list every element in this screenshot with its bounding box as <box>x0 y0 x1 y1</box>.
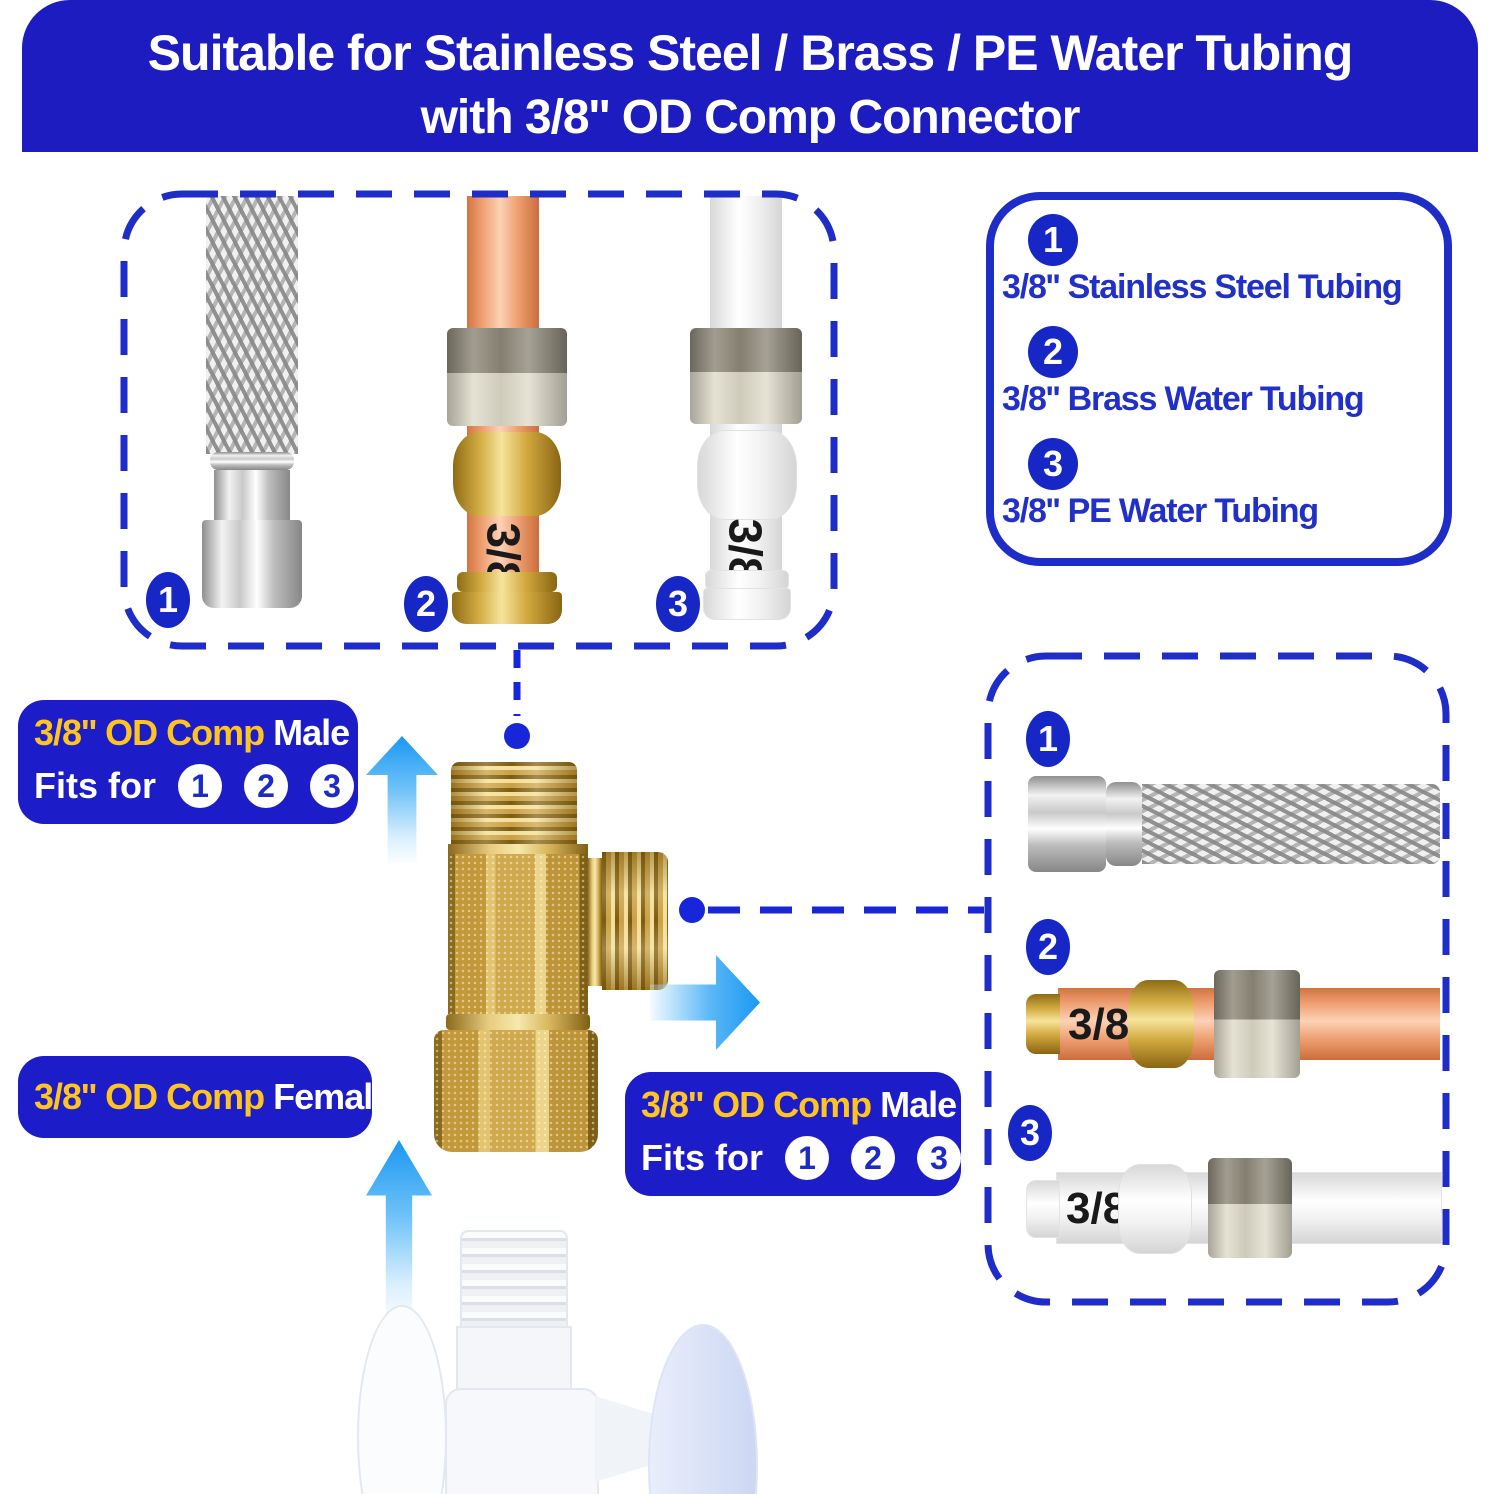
header-line1: Suitable for Stainless Steel / Brass / P… <box>147 25 1354 81</box>
fits-circle-6: 3 <box>917 1136 961 1180</box>
right-box-badge-1: 1 <box>1026 711 1070 767</box>
pe-tubing-nut <box>690 328 802 424</box>
stainless-tubing-nut <box>202 520 302 608</box>
brass-tubing-ferrule <box>453 432 561 516</box>
label-top-male-fits: Fits for 1 2 3 <box>18 754 358 808</box>
fits-circle-3: 3 <box>310 764 354 808</box>
pe-tubing-tip-cap <box>703 588 791 620</box>
copper-plug-cap <box>1026 994 1060 1054</box>
header-line2: with 3/8'' OD Comp Connector <box>420 91 1081 144</box>
brass-tubing-plug-cap <box>452 592 562 624</box>
label-right-male-title: 3/8'' OD Comp Male <box>641 1084 957 1125</box>
tee-bottom-ring <box>446 1014 590 1030</box>
stainless-tubing-photo <box>206 196 298 454</box>
stainless-tubing-crimp <box>214 470 290 520</box>
fits-circle-2: 2 <box>244 764 288 808</box>
connector-dot-top <box>504 723 530 749</box>
fits-circle-4: 1 <box>785 1136 829 1180</box>
top-box-badge-3: 3 <box>656 576 700 632</box>
label-right-male: 3/8'' OD Comp Male Fits for 1 2 3 <box>625 1072 961 1196</box>
label-female-title: 3/8'' OD Comp Female <box>34 1076 392 1117</box>
legend-badge-2: 2 <box>1028 326 1078 378</box>
hose-nut <box>1028 776 1106 872</box>
ghost-valve-flange <box>357 1305 447 1494</box>
fits-circle-5: 2 <box>851 1136 895 1180</box>
copper-size-marking: 3/8' <box>1068 1000 1140 1049</box>
copper-ferrule-h <box>1128 980 1194 1068</box>
legend-label-3: 3/8'' PE Water Tubing <box>1002 492 1319 530</box>
fits-circle-1: 1 <box>178 764 222 808</box>
right-box-badge-3: 3 <box>1008 1105 1052 1161</box>
tee-right-male-thread <box>602 852 668 990</box>
header-banner: Suitable for Stainless Steel / Brass / P… <box>22 0 1478 152</box>
label-top-male-title: 3/8'' OD Comp Male <box>34 712 350 753</box>
legend-badge-1: 1 <box>1028 214 1078 266</box>
label-female: 3/8'' OD Comp Female <box>18 1056 392 1138</box>
tee-top-male-thread <box>451 762 577 844</box>
hose-crimp-collar <box>1106 782 1142 866</box>
legend-label-1: 3/8'' Stainless Steel Tubing <box>1002 268 1403 306</box>
legend-box <box>986 192 1452 566</box>
legend-badge-3: 3 <box>1028 438 1078 490</box>
right-dashed-box <box>984 652 1450 1306</box>
tee-right-collar <box>588 858 602 986</box>
top-left-dashed-box <box>120 190 838 650</box>
brass-tubing-nut <box>447 328 567 426</box>
right-box-badge-2: 2 <box>1026 919 1070 975</box>
ghost-valve-thread-port <box>460 1230 568 1330</box>
legend-label-2: 3/8'' Brass Water Tubing <box>1002 380 1365 418</box>
tee-compression-nut <box>434 1030 598 1152</box>
tee-top-collar <box>448 844 588 854</box>
tee-hex-body <box>448 854 588 1014</box>
brass-tubing-plug-ring <box>457 572 557 592</box>
copper-nut-h <box>1214 970 1300 1078</box>
pe-tip-cap-h <box>1026 1180 1060 1238</box>
ghost-valve-shank <box>456 1326 572 1392</box>
pe-ball-fitting-h <box>1118 1164 1192 1254</box>
stainless-tubing-collar <box>210 452 294 470</box>
top-box-badge-1: 1 <box>146 572 190 628</box>
hose-braided-body <box>1142 784 1440 864</box>
ghost-valve-body <box>445 1388 599 1494</box>
pe-nut-h <box>1208 1158 1292 1258</box>
connector-dot-right <box>679 897 705 923</box>
top-box-badge-2: 2 <box>404 576 448 632</box>
label-right-male-fits: Fits for 1 2 3 <box>625 1126 961 1180</box>
pe-tubing-ball-fitting <box>697 430 797 520</box>
label-top-male: 3/8'' OD Comp Male Fits for 1 2 3 <box>18 700 358 824</box>
